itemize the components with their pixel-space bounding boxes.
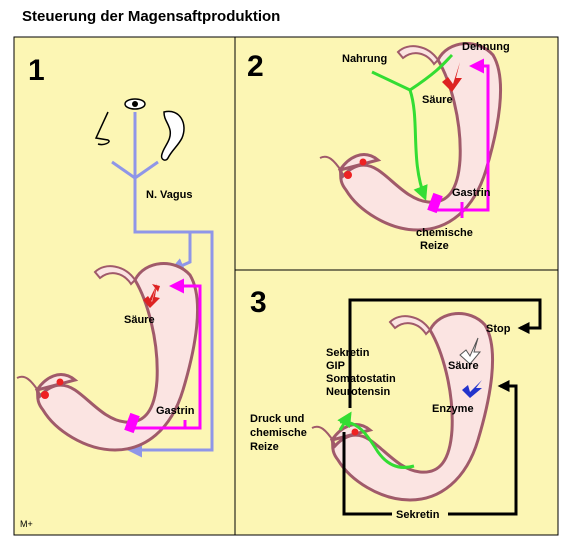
footer-mark: M+	[20, 519, 33, 529]
nose-icon	[94, 111, 110, 146]
pressure-label-b: chemische	[250, 427, 307, 439]
panel-2	[234, 36, 559, 271]
secretin-label-bg	[392, 505, 448, 521]
hormone-4: Neurotensin	[326, 386, 390, 398]
gastrin-loop-1	[130, 278, 202, 430]
panel-1	[13, 36, 236, 536]
vagus-label: N. Vagus	[146, 189, 192, 201]
acid-label-2: Säure	[422, 94, 453, 106]
eye-icon	[124, 98, 146, 110]
food-path-2	[371, 53, 454, 201]
enzyme-arrow	[462, 380, 482, 398]
gastrin-loop-2	[432, 58, 490, 218]
panel-1-number: 1	[28, 54, 45, 87]
chem-label-2b: Reize	[420, 240, 449, 252]
panel-3-number: 3	[250, 286, 267, 319]
page-title: Steuerung der Magensaftproduktion	[22, 8, 281, 25]
hormone-1: Sekretin	[326, 347, 370, 359]
pressure-label-a: Druck und	[250, 413, 304, 425]
stop-label: Stop	[486, 323, 511, 335]
hormone-3: Somatostatin	[326, 373, 396, 385]
stomach-2	[318, 42, 503, 232]
ear-icon	[160, 110, 185, 161]
gastrin-label-2: Gastrin	[452, 187, 491, 199]
acid-arrow-2	[442, 62, 462, 92]
food-path-3	[339, 420, 415, 469]
acid-label-1: Säure	[124, 314, 155, 326]
enzyme-label: Enzyme	[432, 403, 474, 415]
acid-label-3: Säure	[448, 360, 479, 372]
feedback-loop-bottom	[342, 380, 518, 516]
panel-2-number: 2	[247, 50, 264, 83]
chem-label-2a: chemische	[416, 227, 473, 239]
acid-arrow-1	[143, 283, 160, 308]
acid-arrow-3	[459, 337, 482, 365]
hormone-2: GIP	[326, 360, 345, 372]
stomach-3	[310, 312, 495, 502]
stretch-label: Dehnung	[462, 41, 510, 53]
stomach-1	[15, 262, 200, 452]
gastrin-label-1: Gastrin	[156, 405, 195, 417]
food-label: Nahrung	[342, 53, 387, 65]
pressure-label-c: Reize	[250, 441, 279, 453]
feedback-loop-top	[348, 298, 542, 408]
secretin-label: Sekretin	[396, 509, 440, 521]
